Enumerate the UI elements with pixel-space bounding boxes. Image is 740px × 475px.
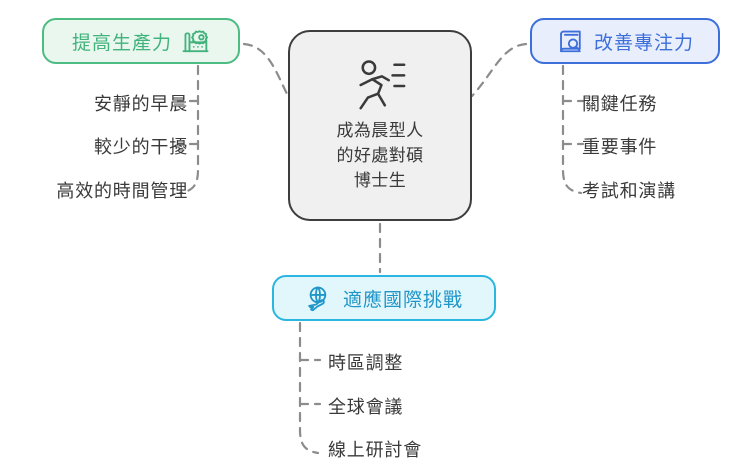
branch-label-international: 適應國際挑戰 [342,289,463,311]
center-node[interactable]: 成為晨型人 的好處對碩 博士生 [288,30,472,221]
connector-spine-productivity [178,64,200,195]
branch-label-productivity: 提高生產力 [71,32,172,54]
branch-node-international[interactable]: 適應國際挑戰 [272,275,496,321]
branch-node-focus[interactable]: 改善專注力 [530,18,720,64]
factory-icon [182,29,209,52]
running-person-icon [359,60,406,110]
globe-airplane-icon [308,286,327,311]
connector-center-to-productivity [242,42,290,98]
leaf-productivity-2: 較少的干擾 [94,137,188,157]
branch-node-productivity[interactable]: 提高生產力 [42,18,240,64]
connector-center-to-focus [470,42,528,98]
connector-spine-international [298,321,320,455]
connector-spine-focus [561,64,583,195]
branch-label-focus: 改善專注力 [593,32,694,54]
book-search-icon [560,30,581,52]
leaf-international-1: 時區調整 [328,353,404,373]
leaf-productivity-1: 安靜的早晨 [94,94,188,114]
center-node-text: 成為晨型人 的好處對碩 博士生 [336,121,424,190]
leaf-international-2: 全球會議 [328,397,404,417]
leaf-focus-3: 考試和演講 [582,181,676,201]
leaf-focus-2: 重要事件 [582,137,658,157]
leaf-productivity-3: 高效的時間管理 [56,181,188,201]
leaf-international-3: 線上研討會 [328,440,422,460]
leaf-focus-1: 關鍵任務 [582,94,658,114]
